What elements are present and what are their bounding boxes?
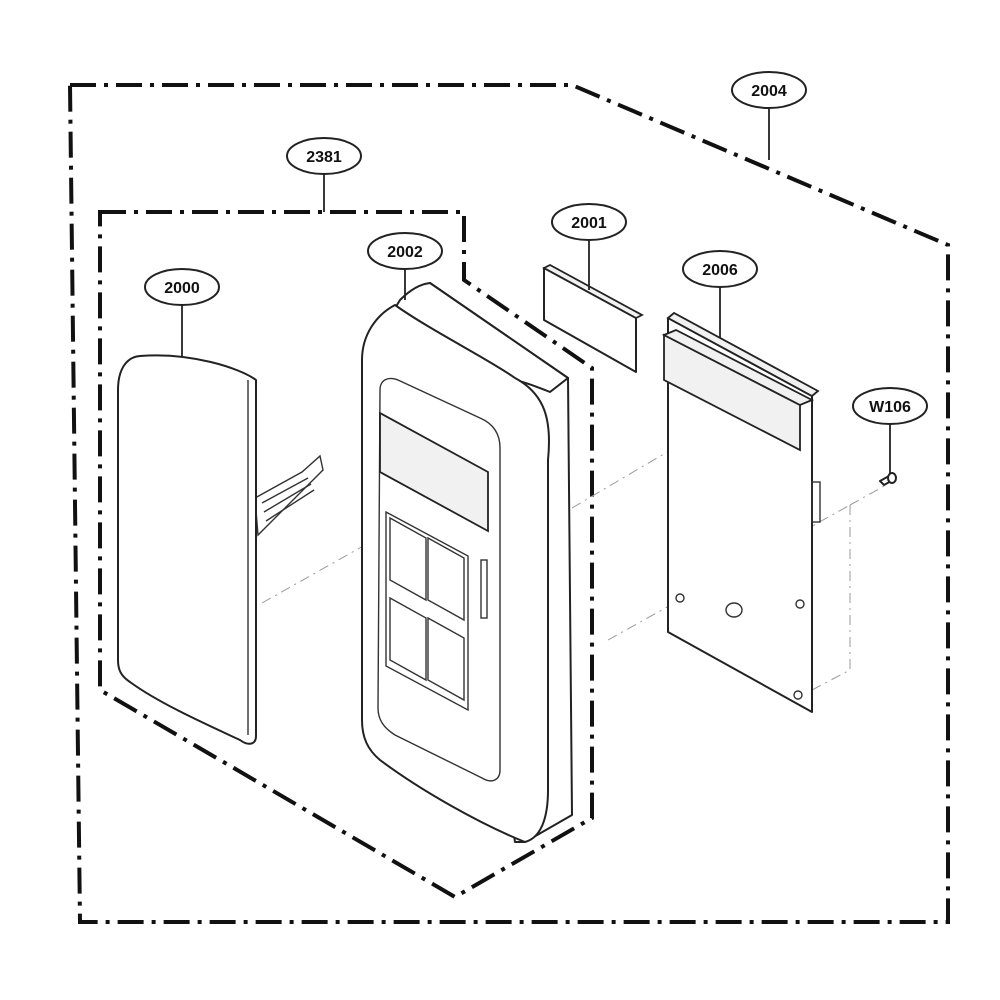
part-2006-pcb-board [661,311,821,713]
callout-label: 2000 [164,280,200,297]
part-w106-screw [879,472,897,486]
part-2002-control-panel [361,282,573,843]
part-2000-membrane-keypad [117,354,324,745]
callout-2381: 2381 [286,137,362,175]
callout-label: 2004 [751,83,787,100]
callout-2004: 2004 [731,71,807,109]
callout-leader-lines [181,108,891,474]
callout-w106: W106 [852,387,928,425]
callout-2006: 2006 [682,250,758,288]
part-2001-display-window [542,263,644,373]
callout-label: 2381 [306,149,342,166]
callout-label: 2002 [387,244,423,261]
keypad-button-grid [385,510,469,712]
assembly-2004-boundary [67,83,950,924]
callout-label: 2006 [702,262,738,279]
callout-2002: 2002 [367,232,443,270]
callout-2001: 2001 [551,203,627,241]
callout-label: W106 [869,399,911,416]
assembly-2381-boundary [98,210,594,900]
callout-label: 2001 [571,215,607,232]
callout-2000: 2000 [144,268,220,306]
